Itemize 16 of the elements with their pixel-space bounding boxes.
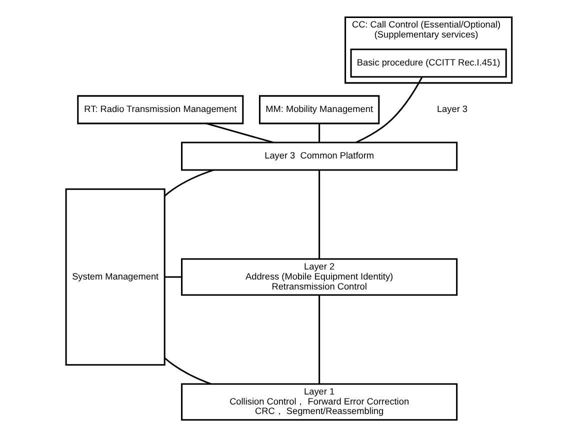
node-box: Layer 2 Address (Mobile Equipment Identity) Retransmission Control [180,258,458,296]
node-box: Layer 3 Common Platform [180,142,458,171]
connector [206,122,274,144]
connector [318,170,320,259]
connector [318,124,320,142]
connector [318,295,320,384]
node-box: Basic procedure (CCITT Rec.I.451) [350,48,506,78]
node-box: System Management [64,188,165,366]
label: Layer 3 [436,104,468,114]
connector [355,76,422,144]
node-box: MM: Mobility Management [258,95,380,124]
node-box: Layer 1 Collision Control， Forward Error Correction CRC， Segment/Reassembling [180,383,458,421]
connector [164,169,214,196]
node-box: RT: Radio Transmission Management [76,95,244,124]
connector [164,357,211,385]
connector [164,276,182,278]
